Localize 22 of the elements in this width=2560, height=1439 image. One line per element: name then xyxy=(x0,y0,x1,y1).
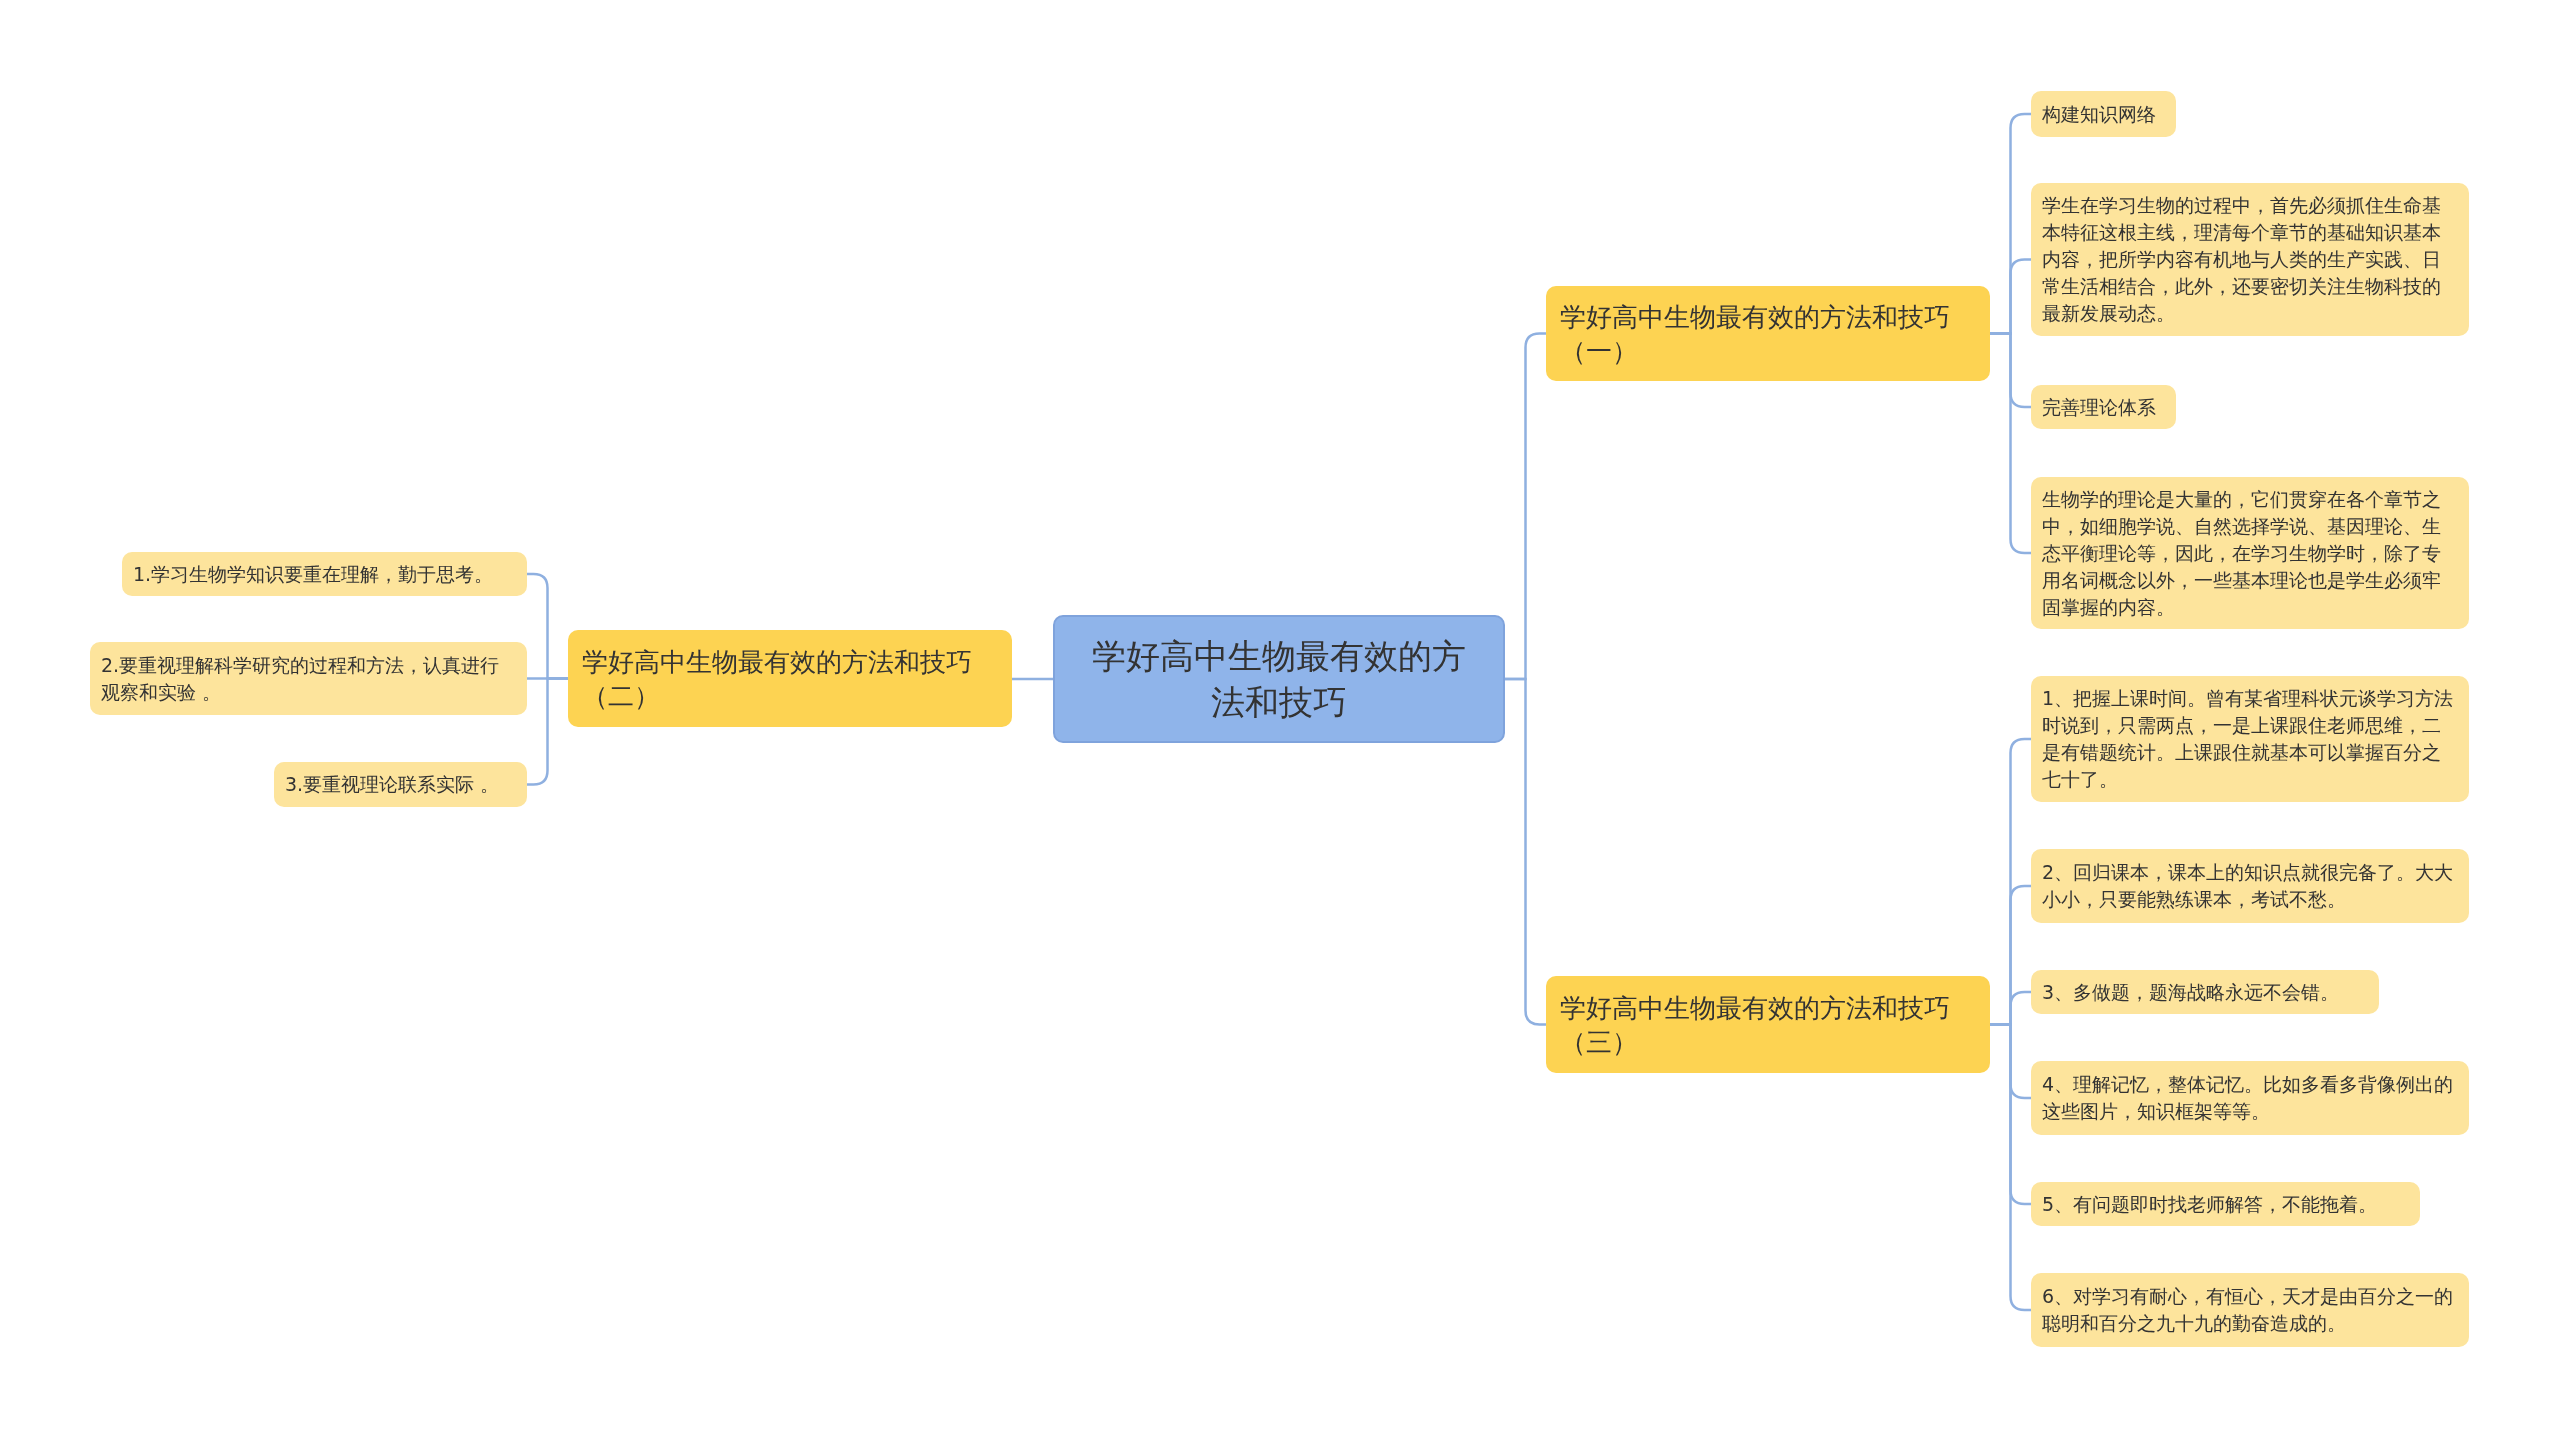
branch-topic-box: 学好高中生物最有效的方法和技巧（二） xyxy=(568,630,1012,727)
connector-line xyxy=(1990,1023,2031,1312)
subtopic-box: 4、理解记忆，整体记忆。比如多看多背像例出的这些图片，知识框架等等。 xyxy=(2031,1061,2469,1135)
branch-topic-box: 学好高中生物最有效的方法和技巧（一） xyxy=(1546,286,1990,381)
subtopic-box: 1.学习生物学知识要重在理解，勤于思考。 xyxy=(122,552,527,596)
connector-line xyxy=(1990,332,2031,555)
subtopic-box: 生物学的理论是大量的，它们贯穿在各个章节之中，如细胞学说、自然选择学说、基因理论、生态平衡理论等，因此，在学习生物学时，除了专用名词概念以外，一些基本理论也是学生必须牢固掌握的内容。 xyxy=(2031,477,2469,629)
connector-line xyxy=(1012,677,1053,681)
subtopic-box: 3、多做题，题海战略永远不会错。 xyxy=(2031,970,2379,1014)
subtopic-box: 构建知识网络 xyxy=(2031,91,2176,137)
subtopic-box: 5、有问题即时找老师解答，不能拖着。 xyxy=(2031,1182,2420,1226)
subtopic-box: 6、对学习有耐心，有恒心，天才是由百分之一的聪明和百分之九十九的勤奋造成的。 xyxy=(2031,1273,2469,1347)
subtopic-box: 2、回归课本，课本上的知识点就很完备了。大大小小，只要能熟练课本，考试不愁。 xyxy=(2031,849,2469,923)
subtopic-box: 3.要重视理论联系实际 。 xyxy=(274,762,527,807)
central-topic-box: 学好高中生物最有效的方法和技巧 xyxy=(1053,615,1505,743)
connector-line xyxy=(1505,677,1546,1026)
subtopic-box: 学生在学习生物的过程中，首先必须抓住生命基本特征这根主线，理清每个章节的基础知识基本内容，把所学内容有机地与人类的生产实践、日常生活相结合，此外，还要密切关注生物科技的最新发展动态。 xyxy=(2031,183,2469,336)
branch-topic-box: 学好高中生物最有效的方法和技巧（三） xyxy=(1546,976,1990,1073)
subtopic-box: 2.要重视理解科学研究的过程和方法，认真进行观察和实验 。 xyxy=(90,642,527,715)
subtopic-box: 完善理论体系 xyxy=(2031,385,2176,429)
subtopic-box: 1、把握上课时间。曾有某省理科状元谈学习方法时说到，只需两点，一是上课跟住老师思维，二是有错题统计。上课跟住就基本可以掌握百分之七十了。 xyxy=(2031,676,2469,802)
connector-line xyxy=(527,677,568,786)
